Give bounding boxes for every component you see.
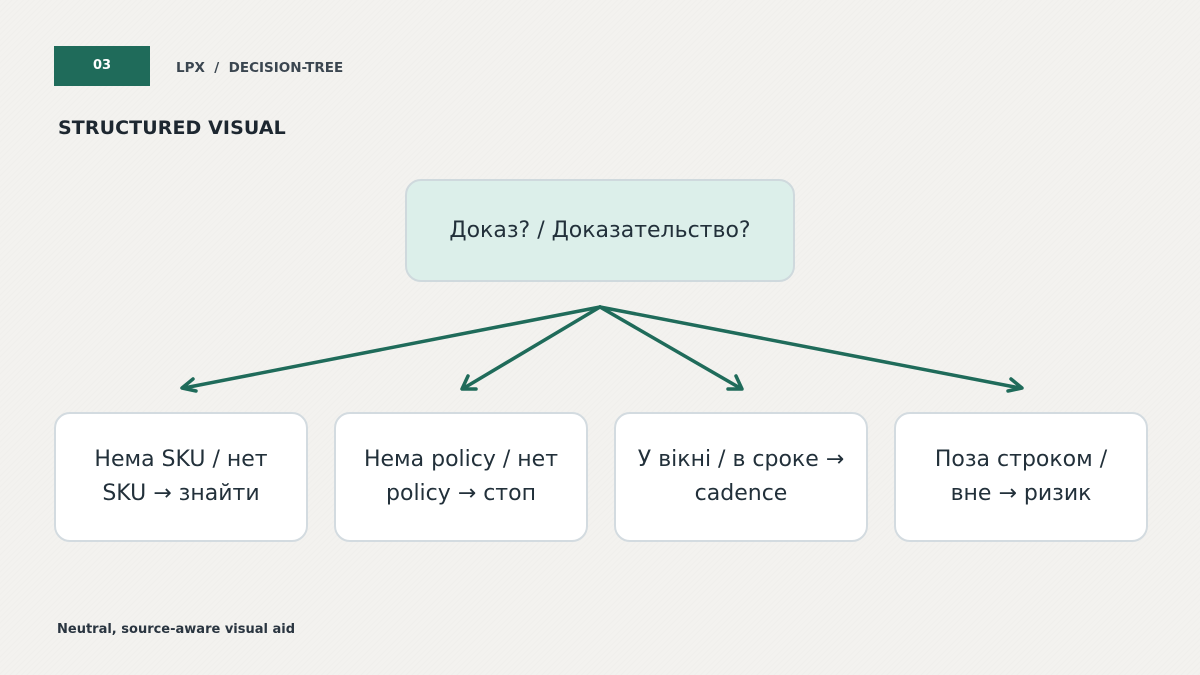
leaf-node-in-window: У вікні / в сроке → cadence bbox=[614, 412, 868, 542]
section-number-badge: 03 bbox=[54, 46, 150, 86]
decision-root-label: Доказ? / Доказательство? bbox=[449, 218, 751, 243]
footer-note: Neutral, source-aware visual aid bbox=[57, 622, 296, 637]
arrow-to-leaf-3 bbox=[598, 305, 742, 390]
leaf-node-no-sku: Нема SKU / нет SKU → знайти bbox=[54, 412, 308, 542]
breadcrumb: LPX / DECISION-TREE bbox=[176, 60, 344, 76]
arrow-to-leaf-4 bbox=[598, 305, 1022, 390]
arrow-to-leaf-1 bbox=[182, 305, 602, 390]
leaf-label: Нема policy / нет policy → стоп bbox=[363, 447, 559, 506]
decision-root-node: Доказ? / Доказательство? bbox=[405, 179, 795, 282]
leaf-node-out-of-term: Поза строком / вне → ризик bbox=[894, 412, 1148, 542]
leaf-node-no-policy: Нема policy / нет policy → стоп bbox=[334, 412, 588, 542]
leaf-label: Нема SKU / нет SKU → знайти bbox=[94, 447, 268, 506]
arrowhead-leaf-1 bbox=[180, 377, 198, 393]
arrowhead-leaf-2 bbox=[460, 374, 478, 391]
leaf-label: У вікні / в сроке → cadence bbox=[637, 447, 845, 506]
arrow-to-leaf-2 bbox=[462, 305, 602, 390]
arrowhead-leaf-4 bbox=[1006, 377, 1024, 393]
leaf-label: Поза строком / вне → ризик bbox=[934, 447, 1108, 506]
arrowhead-leaf-3 bbox=[726, 374, 744, 391]
page-title: STRUCTURED VISUAL bbox=[58, 117, 286, 139]
